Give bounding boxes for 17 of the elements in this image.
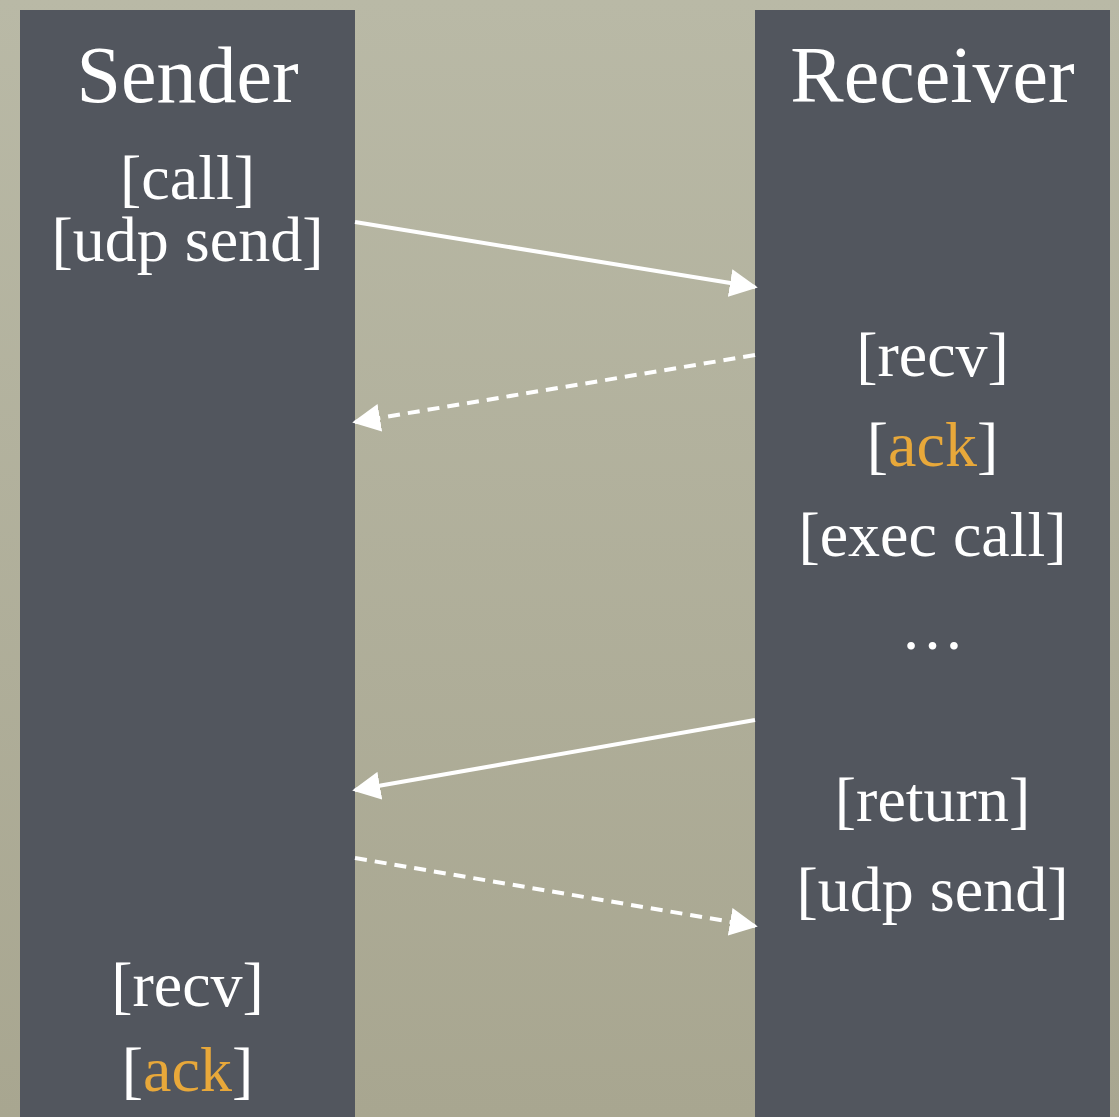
lane-heading: Sender [76, 31, 299, 119]
step-label: … [900, 591, 965, 665]
lane-panel [755, 10, 1110, 1117]
arrow [352, 718, 756, 800]
arrow [352, 353, 756, 432]
step-label: [recv] [111, 948, 264, 1022]
step-label: [udp send] [796, 853, 1069, 927]
step-label: [return] [834, 763, 1031, 837]
step-label: [ack] [121, 1033, 254, 1107]
step-label: [exec call] [798, 498, 1067, 572]
arrow [354, 856, 758, 936]
step-label: [recv] [856, 318, 1009, 392]
step-label: [call] [120, 141, 255, 215]
arrow [354, 220, 758, 297]
lane-heading: Receiver [790, 31, 1075, 119]
lane-panel [20, 10, 355, 1117]
step-label: [ack] [866, 408, 999, 482]
